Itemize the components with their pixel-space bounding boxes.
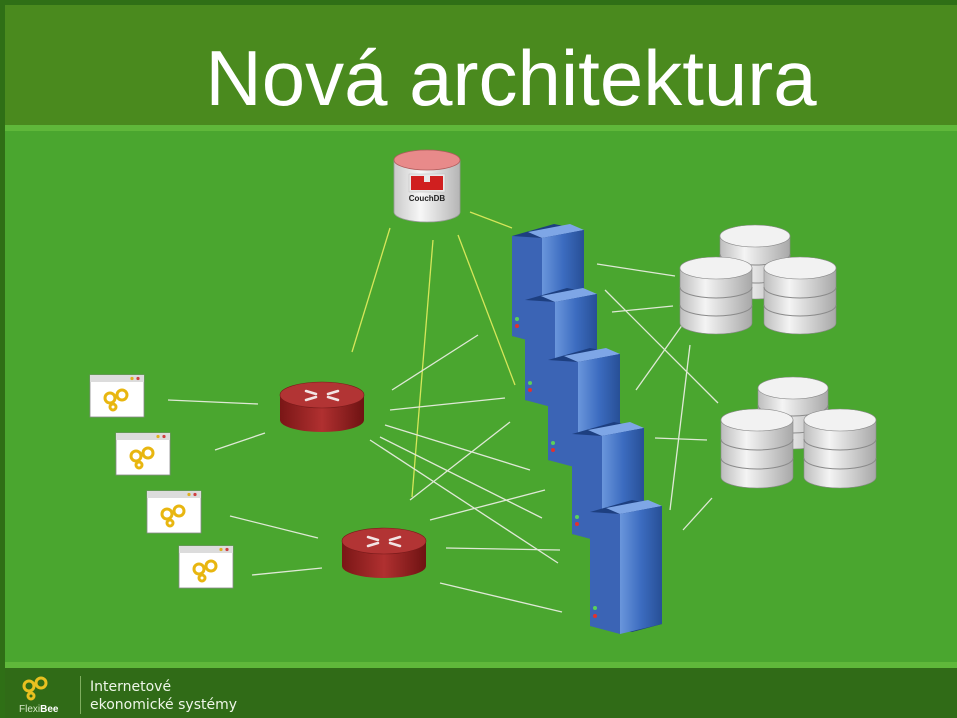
link-r1-s1 [391,334,479,391]
database-cluster-2 [720,376,877,489]
footer-tagline: Internetové ekonomické systémy [90,678,237,714]
wordmark-light: Flexi [19,704,41,715]
flexibee-wordmark: FlexiBee [19,704,58,715]
couchdb-links [351,211,516,498]
link-r1-s3 [384,424,531,471]
link-client3-router2 [229,515,319,539]
link-s5-db2 [682,497,713,531]
data-links [167,263,719,613]
link-s1-db1 [596,263,676,277]
network-links [167,211,719,613]
database-icon [720,408,794,489]
link-r2-s3 [429,489,546,521]
footer-separator [80,676,81,714]
link-client2-router1 [214,432,266,451]
wordmark-bold: Bee [40,704,59,715]
link-r1-s4 [379,436,543,519]
link-r2-s5 [439,582,563,613]
link-client4-router2 [251,567,323,576]
client-2 [115,432,171,476]
slide-title: Nová architektura [205,34,817,122]
router-arrows-icon [366,535,402,548]
database-icon [763,256,837,335]
database-cluster-1 [679,224,837,335]
link-couchdb-server1 [469,211,513,229]
router-1 [279,381,365,432]
link-s3-db1 [635,323,684,391]
header-divider [5,125,957,131]
flexibee-logo-icon [129,446,155,470]
link-couchdb-router1 [351,227,391,353]
flexibee-logo-icon [160,504,186,528]
database-icon [803,408,877,489]
link-r1-s5 [369,439,559,564]
flexibee-logo-icon [192,559,218,583]
client-3 [146,490,202,534]
server-5 [590,500,662,634]
slide-footer: FlexiBee Internetové ekonomické systémy [5,668,957,718]
flexibee-logo-icon [22,676,48,701]
tagline-line-1: Internetové [90,679,172,695]
client-1 [89,374,145,418]
footer-divider [5,662,957,668]
link-s2-db1 [611,305,674,313]
link-r1-s2 [389,397,506,411]
link-client1-router1 [167,399,259,405]
link-s1-db2 [604,289,719,404]
link-s5-db1 [669,344,691,511]
couchdb-label: CouchDB [409,194,446,203]
router-arrows-icon [304,389,340,402]
database-icon [679,256,753,335]
tagline-line-2: ekonomické systémy [90,697,238,713]
link-couchdb-servers [457,234,516,386]
flexibee-logo-icon [103,388,129,412]
link-r2-s2 [409,421,511,501]
router-2 [341,527,427,578]
couchdb-icon: CouchDB [393,149,461,223]
flexibee-logo: FlexiBee [15,674,75,718]
slide-header: Nová architektura [5,5,957,125]
link-s4-db2 [654,437,708,441]
client-4 [178,545,234,589]
link-r2-s4 [445,547,561,551]
